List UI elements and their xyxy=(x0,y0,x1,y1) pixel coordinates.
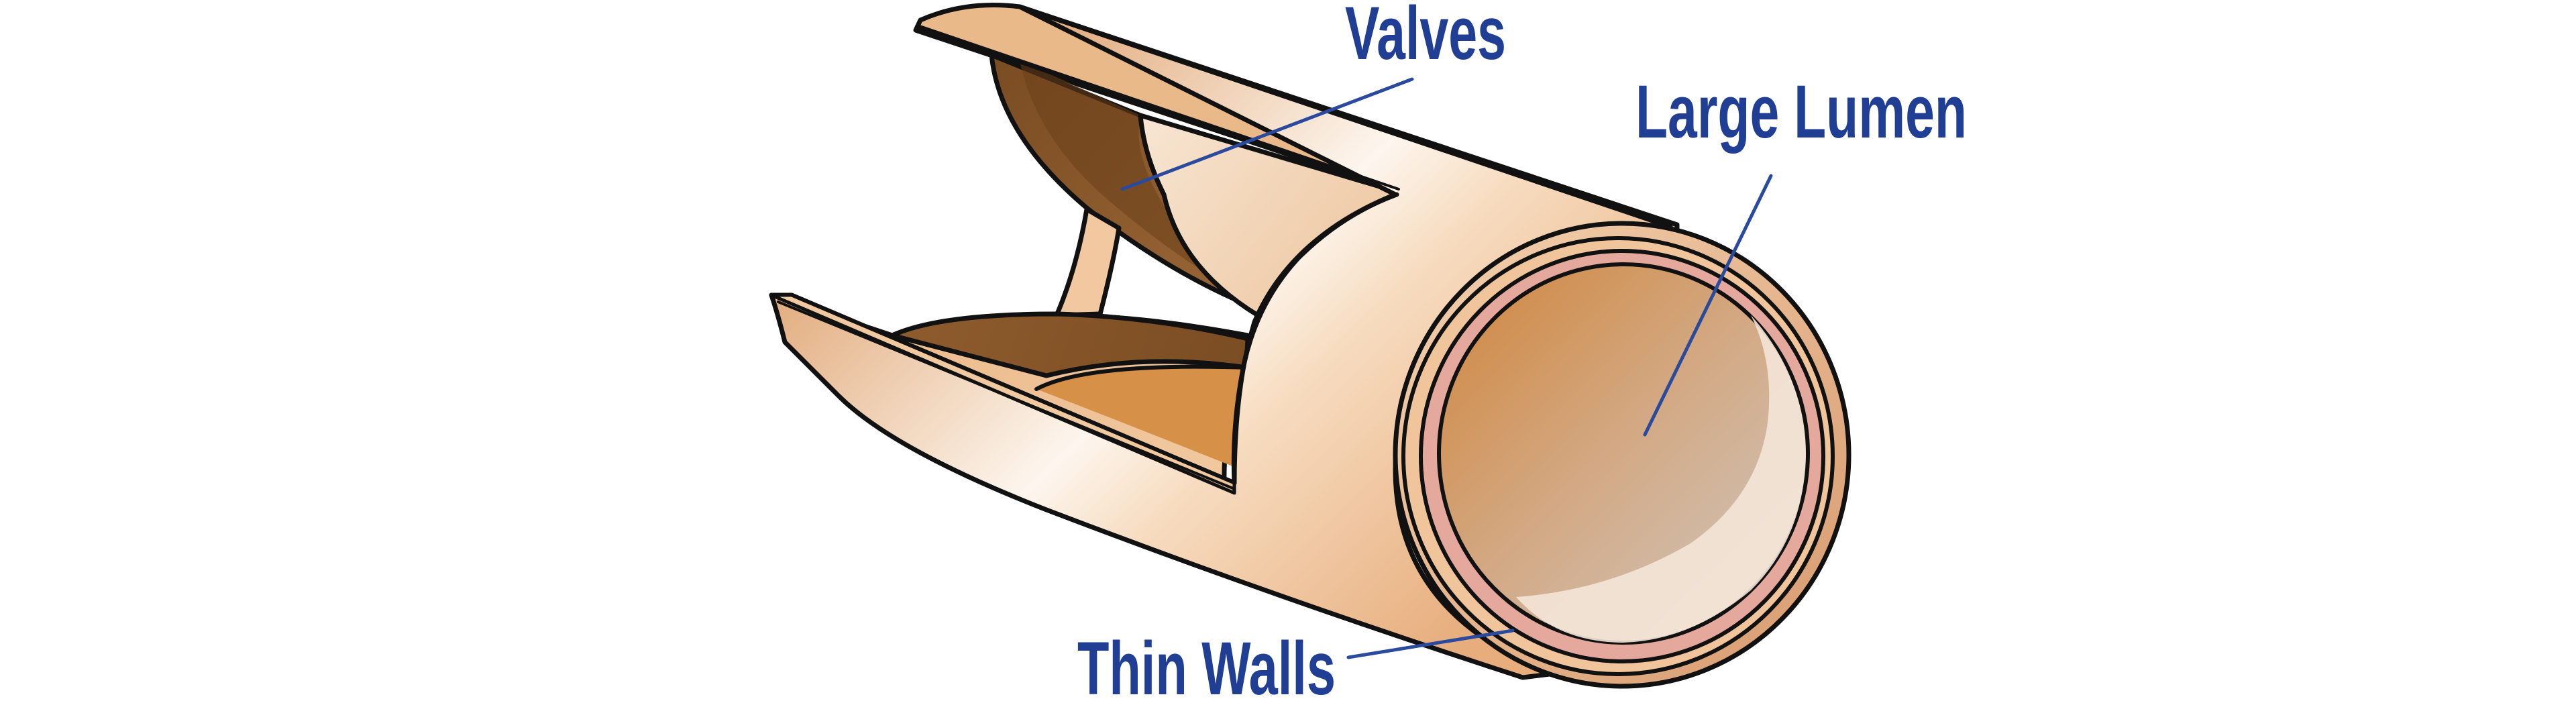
lumen-highlight xyxy=(1516,315,1806,643)
valves-leader-line xyxy=(1120,77,1414,191)
leader-lines xyxy=(1120,77,1773,659)
valves-label: Valves xyxy=(1345,0,1506,75)
valve-connector xyxy=(1054,207,1122,318)
walls-label: Thin Walls xyxy=(1077,627,1336,703)
lower-cut-edge-line xyxy=(777,301,1234,490)
upper-valve-shadow xyxy=(1020,60,1254,302)
lumen-leader-line xyxy=(1643,174,1773,437)
upper-cut-edge-line xyxy=(916,24,1400,191)
vein-cross-section-icon xyxy=(769,3,1851,689)
lower-valve-inner xyxy=(1036,366,1248,470)
tube-fold-line xyxy=(1232,192,1399,486)
lower-valve-edge xyxy=(1034,364,1250,391)
lumen-label: Large Lumen xyxy=(1635,70,1967,154)
walls-leader-line xyxy=(1346,629,1515,659)
lower-valve-leaflet xyxy=(890,311,1250,378)
